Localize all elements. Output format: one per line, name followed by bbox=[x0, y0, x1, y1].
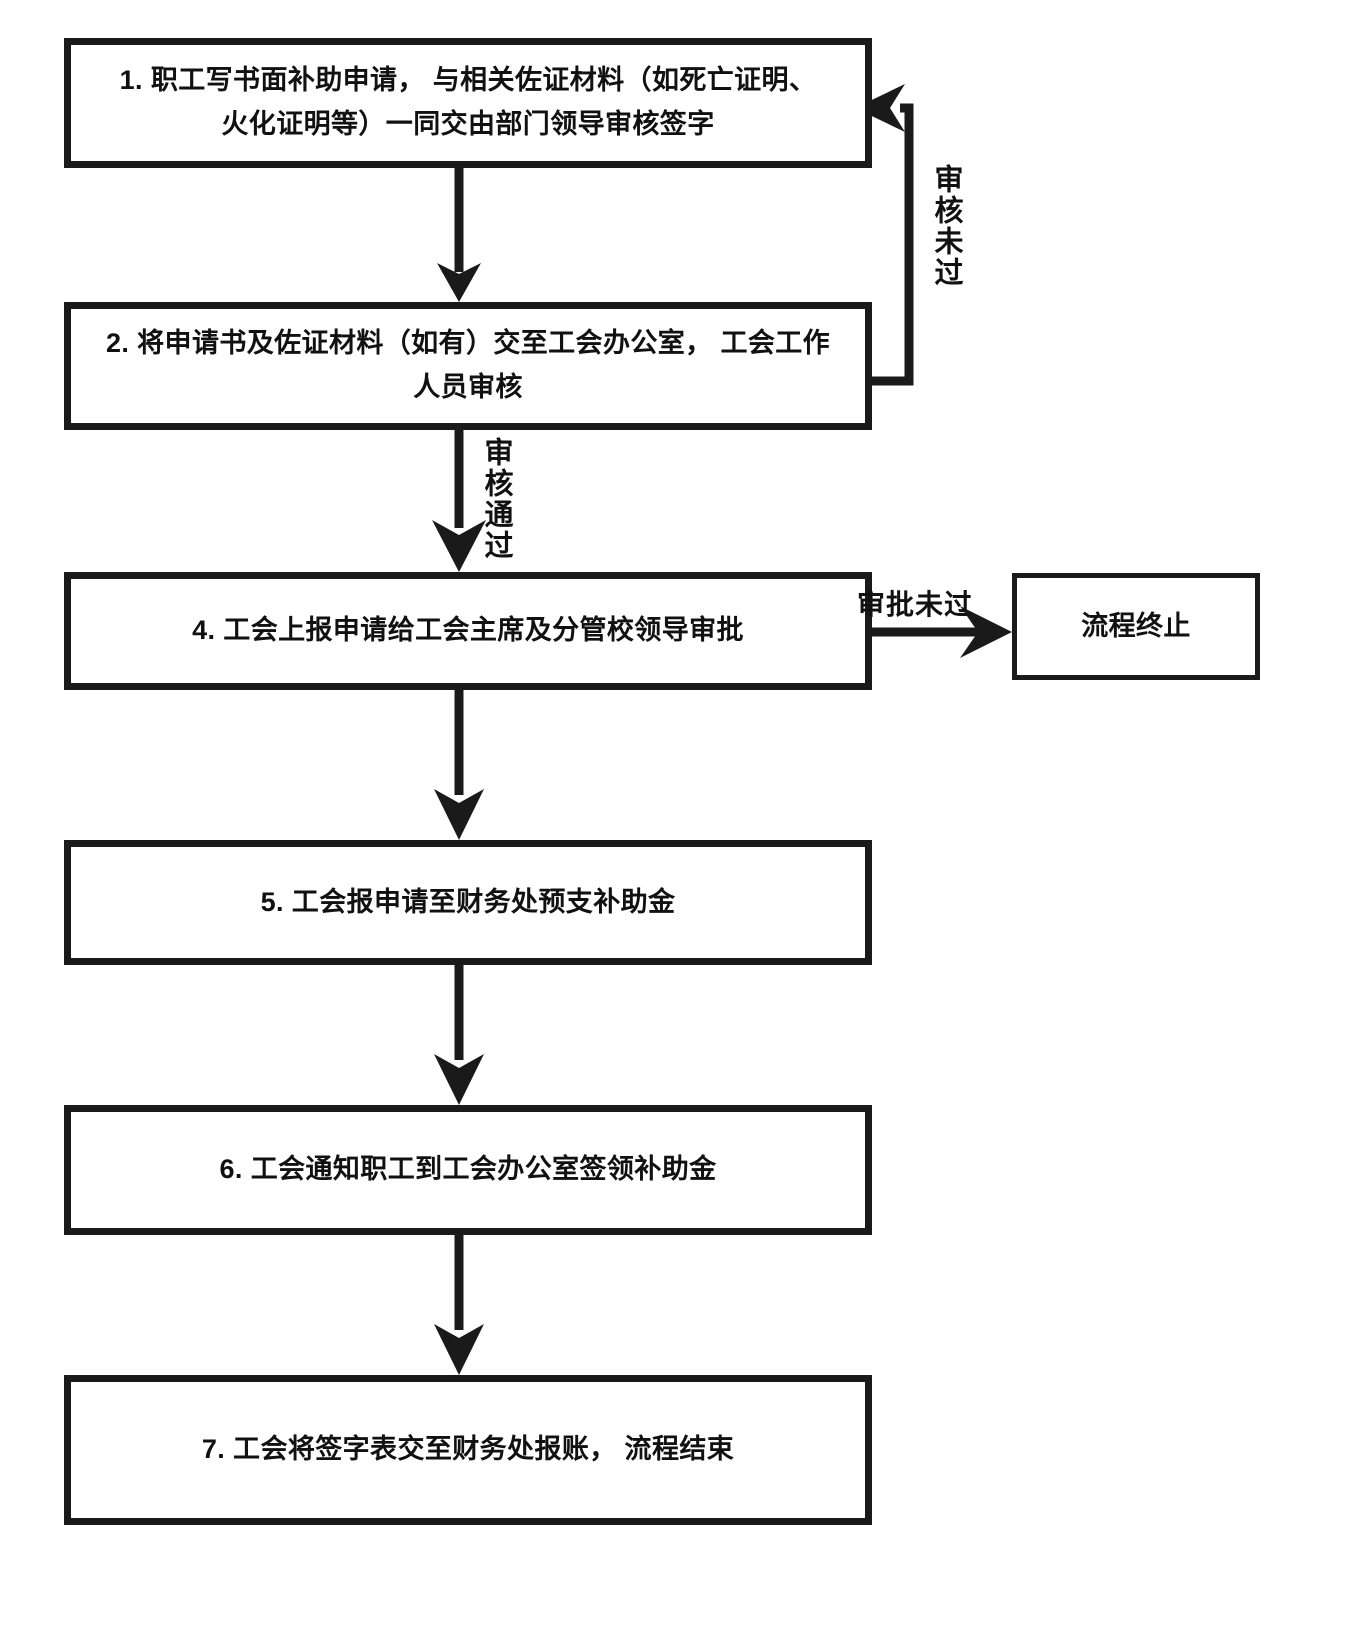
edge-step6-to-step7 bbox=[434, 1235, 484, 1375]
node-step5-label: 5. 工会报申请至财务处预支补助金 bbox=[260, 886, 676, 917]
edge-step2-to-step4 bbox=[432, 430, 486, 572]
edge-label-review-passed: 审核通过 bbox=[480, 437, 512, 561]
edge-label-approval-failed: 审批未过 bbox=[857, 589, 974, 620]
node-step7-label: 7. 工会将签字表交至财务处报账， 流程结束 bbox=[201, 1434, 735, 1465]
edge-step4-to-step5 bbox=[434, 690, 484, 840]
node-terminate[interactable]: 流程终止 bbox=[1012, 573, 1260, 680]
node-step1-label: 1. 职工写书面补助申请， 与相关佐证材料（如死亡证明、 火化证明等）一同交由部… bbox=[119, 65, 817, 139]
node-step1[interactable]: 1. 职工写书面补助申请， 与相关佐证材料（如死亡证明、 火化证明等）一同交由部… bbox=[64, 38, 872, 168]
edge-label-review-failed: 审核未过 bbox=[930, 164, 962, 288]
edge-step1-to-step2 bbox=[437, 168, 481, 302]
node-step4[interactable]: 4. 工会上报申请给工会主席及分管校领导审批 bbox=[64, 572, 872, 690]
node-terminate-label: 流程终止 bbox=[1081, 610, 1191, 641]
node-step2[interactable]: 2. 将申请书及佐证材料（如有）交至工会办公室， 工会工作 人员审核 bbox=[64, 302, 872, 430]
node-step4-label: 4. 工会上报申请给工会主席及分管校领导审批 bbox=[192, 615, 744, 646]
node-step2-label: 2. 将申请书及佐证材料（如有）交至工会办公室， 工会工作 人员审核 bbox=[105, 328, 831, 402]
node-step5[interactable]: 5. 工会报申请至财务处预支补助金 bbox=[64, 840, 872, 965]
node-step6[interactable]: 6. 工会通知职工到工会办公室签领补助金 bbox=[64, 1105, 872, 1235]
edge-step5-to-step6 bbox=[434, 965, 484, 1105]
node-step7[interactable]: 7. 工会将签字表交至财务处报账， 流程结束 bbox=[64, 1375, 872, 1525]
node-step6-label: 6. 工会通知职工到工会办公室签领补助金 bbox=[219, 1154, 717, 1185]
